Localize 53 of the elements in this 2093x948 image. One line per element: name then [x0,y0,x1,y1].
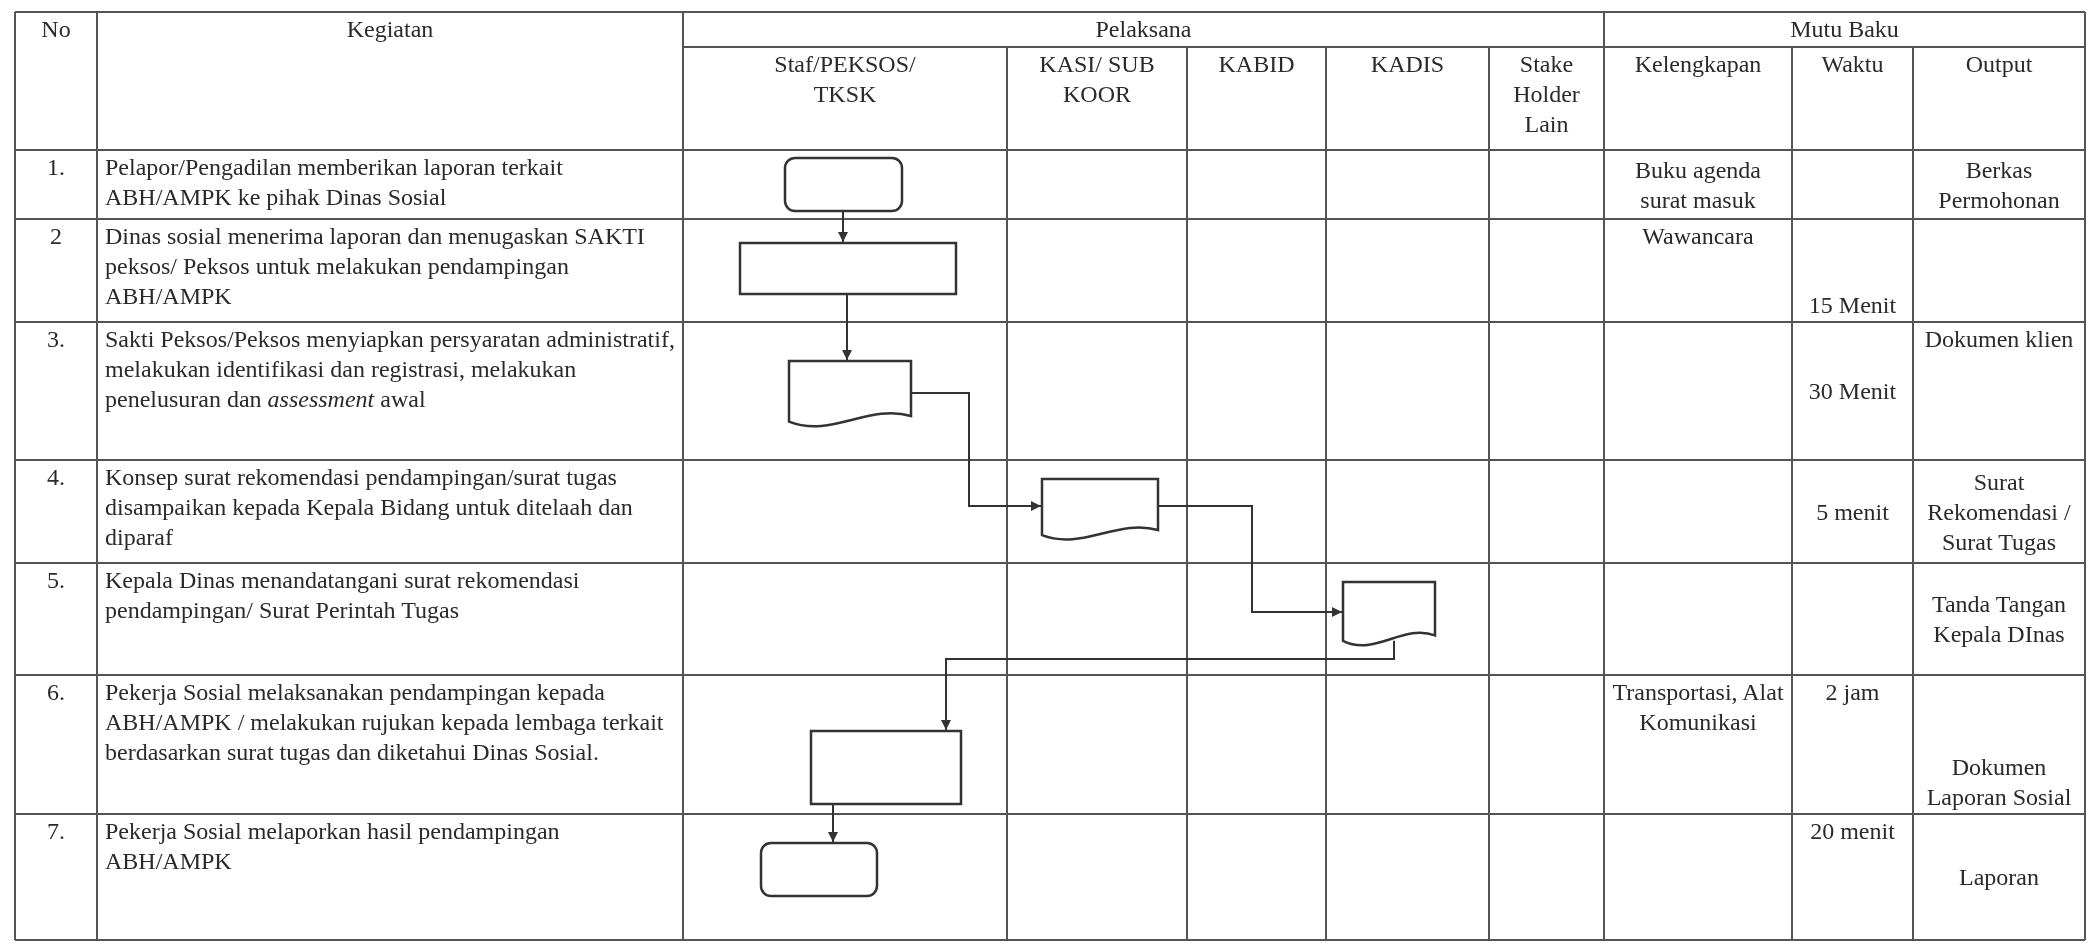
standard-text: 20 menit [1809,817,1896,846]
standard-text: 30 Menit [1807,377,1898,406]
column-header: No [40,15,72,44]
row-number: 7. [46,817,66,846]
process-box [810,730,962,805]
standard-text: Laporan [1958,863,2040,892]
activity-text: Pelapor/Pengadilan memberikan laporan terkait ABH/AMPK ke pihak Dinas Sosial [105,153,564,212]
terminator-shape [784,157,903,212]
activity-text: Pekerja Sosial melaporkan hasil pendampingan ABH/AMPK [105,817,561,876]
arrow [911,392,1042,511]
standard-text: Tanda Tangan Kepala DInas [1930,590,2068,649]
activity-text: Dinas sosial menerima laporan dan menugaskan SAKTI peksos/ Peksos untuk melakukan pendampingan ABH/AMPK [105,222,646,311]
standard-text: Dokumen Laporan Sosial [1925,753,2073,812]
column-header: Output [1964,50,2034,79]
activity-text: Pekerja Sosial melaksanakan pendampingan kepada ABH/AMPK / melakukan rujukan kepada lembaga terkait berdasarkan surat tugas dan diketahui Dinas Sosial. [105,678,665,767]
column-header: KABID [1217,50,1296,79]
row-number: 6. [46,678,66,707]
document-shape [1041,478,1159,543]
row-number: 4. [46,463,66,492]
document-shape [1342,581,1436,649]
column-header: Staf/PEKSOS/ TKSK [773,50,917,109]
arrow [838,211,848,243]
process-box [739,242,957,295]
row-number: 2 [49,222,63,251]
column-header: Kegiatan [345,15,435,44]
standard-text: Berkas Permohonan [1937,155,2061,215]
column-header: Stake Holder Lain [1512,50,1581,139]
column-header: KASI/ SUB KOOR [1038,50,1156,109]
standard-text: Surat Rekomendasi / Surat Tugas [1926,467,2072,557]
activity-text: Kepala Dinas menandatangani surat rekomendasi pendampingan/ Surat Perintah Tugas [105,566,581,625]
document-shape [788,360,912,430]
terminator-shape [760,842,878,897]
standard-text: Buku agenda surat masuk [1634,155,1762,215]
column-header: Mutu Baku [1789,15,1900,44]
standard-text: Transportasi, Alat Komunikasi [1612,678,1784,737]
row-number: 1. [46,153,66,182]
standard-text: 2 jam [1824,678,1881,707]
row-number: 3. [46,325,66,354]
standard-text: Dokumen klien [1923,325,2075,354]
arrow [828,804,838,843]
column-header: Pelaksana [1094,15,1193,44]
standard-text: 5 menit [1815,497,1890,527]
activity-text: Sakti Peksos/Peksos menyiapkan persyaratan administratif, melakukan identifikasi dan registrasi, melakukan penelusuran dan assessment awal [105,325,675,414]
column-header: Waktu [1820,50,1885,79]
standard-text: 15 Menit [1807,291,1898,320]
activity-text: Konsep surat rekomendasi pendampingan/surat tugas disampaikan kepada Kepala Bidang untuk ditelaah dan diparaf [105,463,634,552]
standard-text: Wawancara [1641,222,1755,251]
row-number: 5. [46,566,66,595]
arrow [1158,505,1343,617]
column-header: KADIS [1369,50,1446,79]
column-header: Kelengkapan [1633,50,1763,79]
arrow [842,294,852,361]
arrow [941,639,1395,731]
